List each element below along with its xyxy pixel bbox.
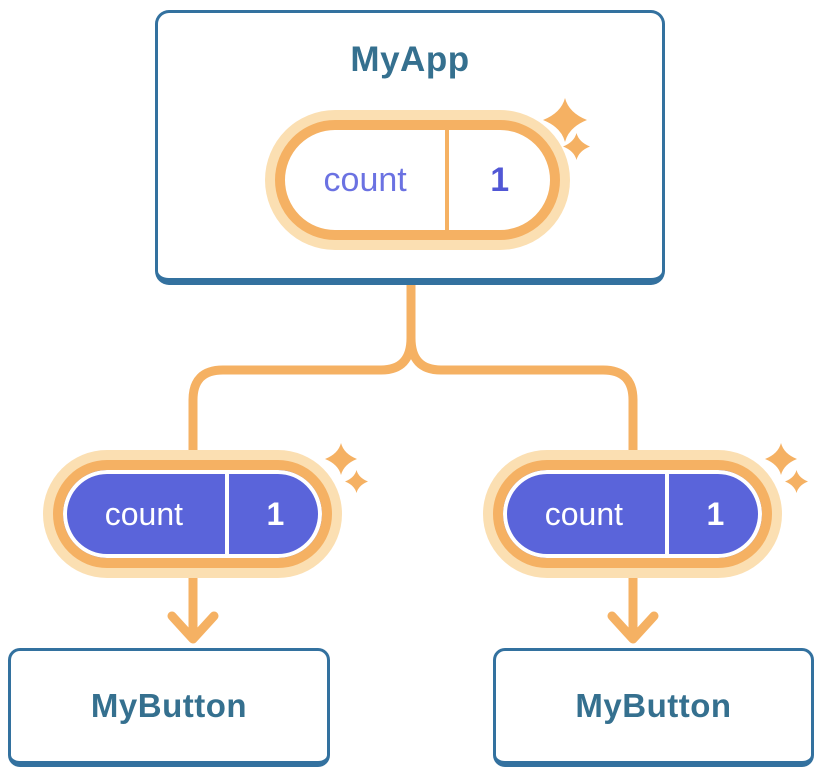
component-title: MyApp [350,40,470,79]
child-component-card: MyButton [493,648,814,767]
sparkle-icon [543,98,587,142]
pill-label: count [63,470,229,558]
root-component-card: MyApp count 1 [155,10,665,285]
state-pill: count 1 [275,120,560,240]
component-title: MyButton [90,687,248,724]
arrow-down-icon [607,611,659,644]
pill-label: count [503,470,669,558]
branch-line-right [406,279,638,641]
sparkle-icon [563,133,590,160]
prop-pill: count 1 [53,460,332,568]
sparkle-icon [325,443,357,475]
pill-value: 1 [266,496,285,532]
sparkle-icon [345,470,368,493]
component-title: MyButton [575,687,732,724]
prop-pill: count 1 [493,460,772,568]
child-component-card: MyButton [8,648,330,767]
sparkle-icon [785,470,808,493]
pill-value: 1 [490,161,510,199]
pill-label: count [285,130,450,230]
pill-value: 1 [706,496,725,532]
arrow-down-icon [167,611,219,644]
sparkle-icon [765,443,797,475]
